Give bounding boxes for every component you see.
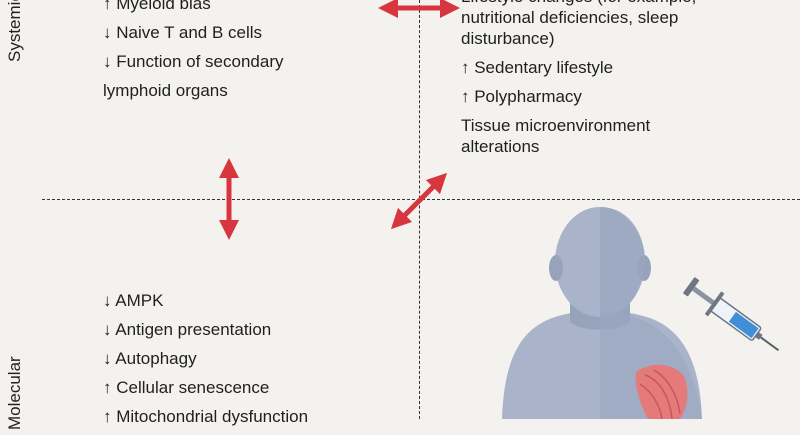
text-tissue-microenvironment: Tissue microenvironment alterations (461, 116, 651, 156)
text-secondary-lymphoid: ↓ Function of secondary lymphoid organs (103, 52, 284, 100)
text-naive-cells: ↓ Naive T and B cells (103, 23, 263, 42)
text-antigen-presentation: ↓ Antigen presentation (103, 320, 272, 339)
systemic-immune-changes: ↑ Myeloid bias ↓ Naive T and B cells ↓ F… (103, 0, 403, 113)
text-ampk: ↓ AMPK (103, 291, 164, 310)
text-autophagy: ↓ Autophagy (103, 349, 197, 368)
left-axis-strip: Systemic Molecular (0, 0, 42, 430)
deltoid-muscle-illustration (635, 364, 688, 419)
systemic-lifestyle-changes: Lifestyle changes (for example, nutritio… (461, 0, 791, 165)
text-polypharmacy: ↑ Polypharmacy (461, 87, 582, 106)
diagram-graphics (219, 0, 780, 419)
text-cellular-senescence: ↑ Cellular senescence (103, 378, 270, 397)
syringe-icon (683, 277, 780, 352)
text-sedentary: ↑ Sedentary lifestyle (461, 58, 614, 77)
text-myeloid-bias: ↑ Myeloid bias (103, 0, 211, 13)
arrow-diagonal-center (390, 172, 448, 230)
text-lifestyle-changes: Lifestyle changes (for example, nutritio… (461, 0, 696, 48)
